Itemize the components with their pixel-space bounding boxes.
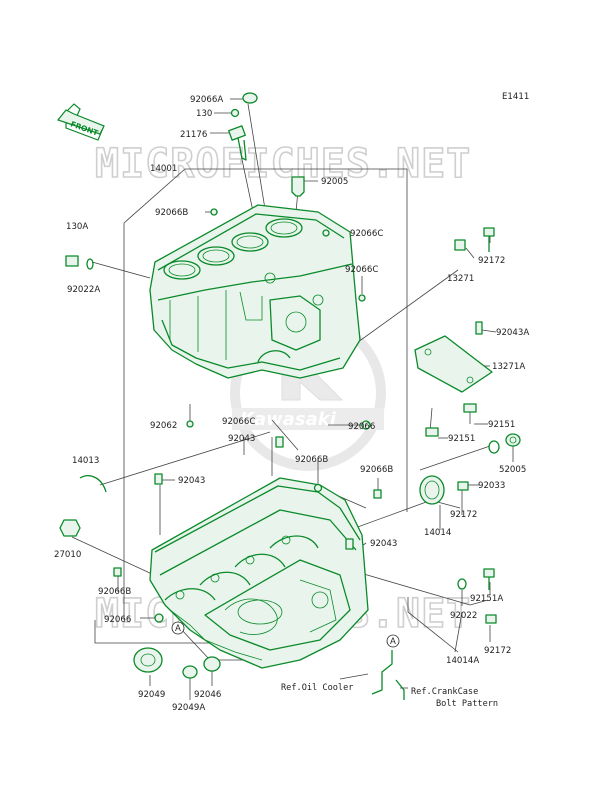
label-92066: 92066 — [348, 422, 375, 432]
label-14014A: 14014A — [446, 656, 479, 666]
part-labels: 92066A 130 21176 14001 92005 92066B 130A… — [54, 95, 529, 713]
label-92066-low: 92066 — [104, 615, 131, 625]
label-130A: 130A — [66, 222, 88, 232]
label-92022: 92022 — [450, 611, 477, 621]
label-92066C-a: 92066C — [350, 229, 383, 239]
label-92043A: 92043A — [496, 328, 529, 338]
label-92043-b: 92043 — [178, 476, 205, 486]
label-92022A: 92022A — [67, 285, 100, 295]
label-92172-a: 92172 — [478, 256, 505, 266]
marker-a-right: A — [386, 634, 400, 648]
lower-crankcase — [149, 477, 369, 669]
label-21176: 21176 — [180, 130, 207, 140]
label-14014: 14014 — [424, 528, 451, 538]
label-92151-a: 92151 — [488, 420, 515, 430]
upper-crankcase-14001 — [149, 204, 361, 379]
kawasaki-logo-text: Kawasaki — [240, 409, 337, 430]
label-92066B-right: 92066B — [360, 465, 393, 475]
label-13271: 13271 — [447, 274, 474, 284]
label-ref-crankcase: Ref.CrankCase — [411, 687, 478, 697]
label-52005: 52005 — [499, 465, 526, 475]
label-14001: 14001 — [150, 164, 177, 174]
label-92033: 92033 — [478, 481, 505, 491]
label-92046: 92046 — [194, 690, 221, 700]
label-92151A: 92151A — [470, 594, 503, 604]
label-92066A: 92066A — [190, 95, 223, 105]
label-92066C-c: 92066C — [222, 417, 255, 427]
label-92066B-low: 92066B — [98, 587, 131, 597]
marker-a-lower: A — [171, 621, 185, 635]
label-92049A: 92049A — [172, 703, 205, 713]
label-ref-oil-cooler: Ref.Oil Cooler — [281, 683, 353, 693]
label-92172-c: 92172 — [484, 646, 511, 656]
label-ref-bolt-pattern: Bolt Pattern — [436, 699, 498, 709]
label-92043-c: 92043 — [370, 539, 397, 549]
label-92172-b: 92172 — [450, 510, 477, 520]
label-92043-a: 92043 — [228, 434, 255, 444]
label-92049: 92049 — [138, 690, 165, 700]
label-92151-b: 92151 — [448, 434, 475, 444]
watermark-top: MICROFICHES.NET — [95, 141, 471, 187]
svg-text:A: A — [175, 624, 181, 634]
label-92005: 92005 — [321, 177, 348, 187]
label-27010: 27010 — [54, 550, 81, 560]
front-arrow-icon: FRONT — [56, 103, 105, 141]
svg-text:A: A — [390, 637, 396, 647]
kawasaki-logo: Kawasaki — [230, 315, 386, 471]
label-92062: 92062 — [150, 421, 177, 431]
label-92066B-top: 92066B — [155, 208, 188, 218]
small-parts — [59, 92, 521, 700]
label-92066C-b: 92066C — [345, 265, 378, 275]
label-14013: 14013 — [72, 456, 99, 466]
label-13271A: 13271A — [492, 362, 525, 372]
label-92066B-mid: 92066B — [295, 455, 328, 465]
diagram-code: E1411 — [502, 92, 529, 102]
label-130: 130 — [196, 109, 212, 119]
